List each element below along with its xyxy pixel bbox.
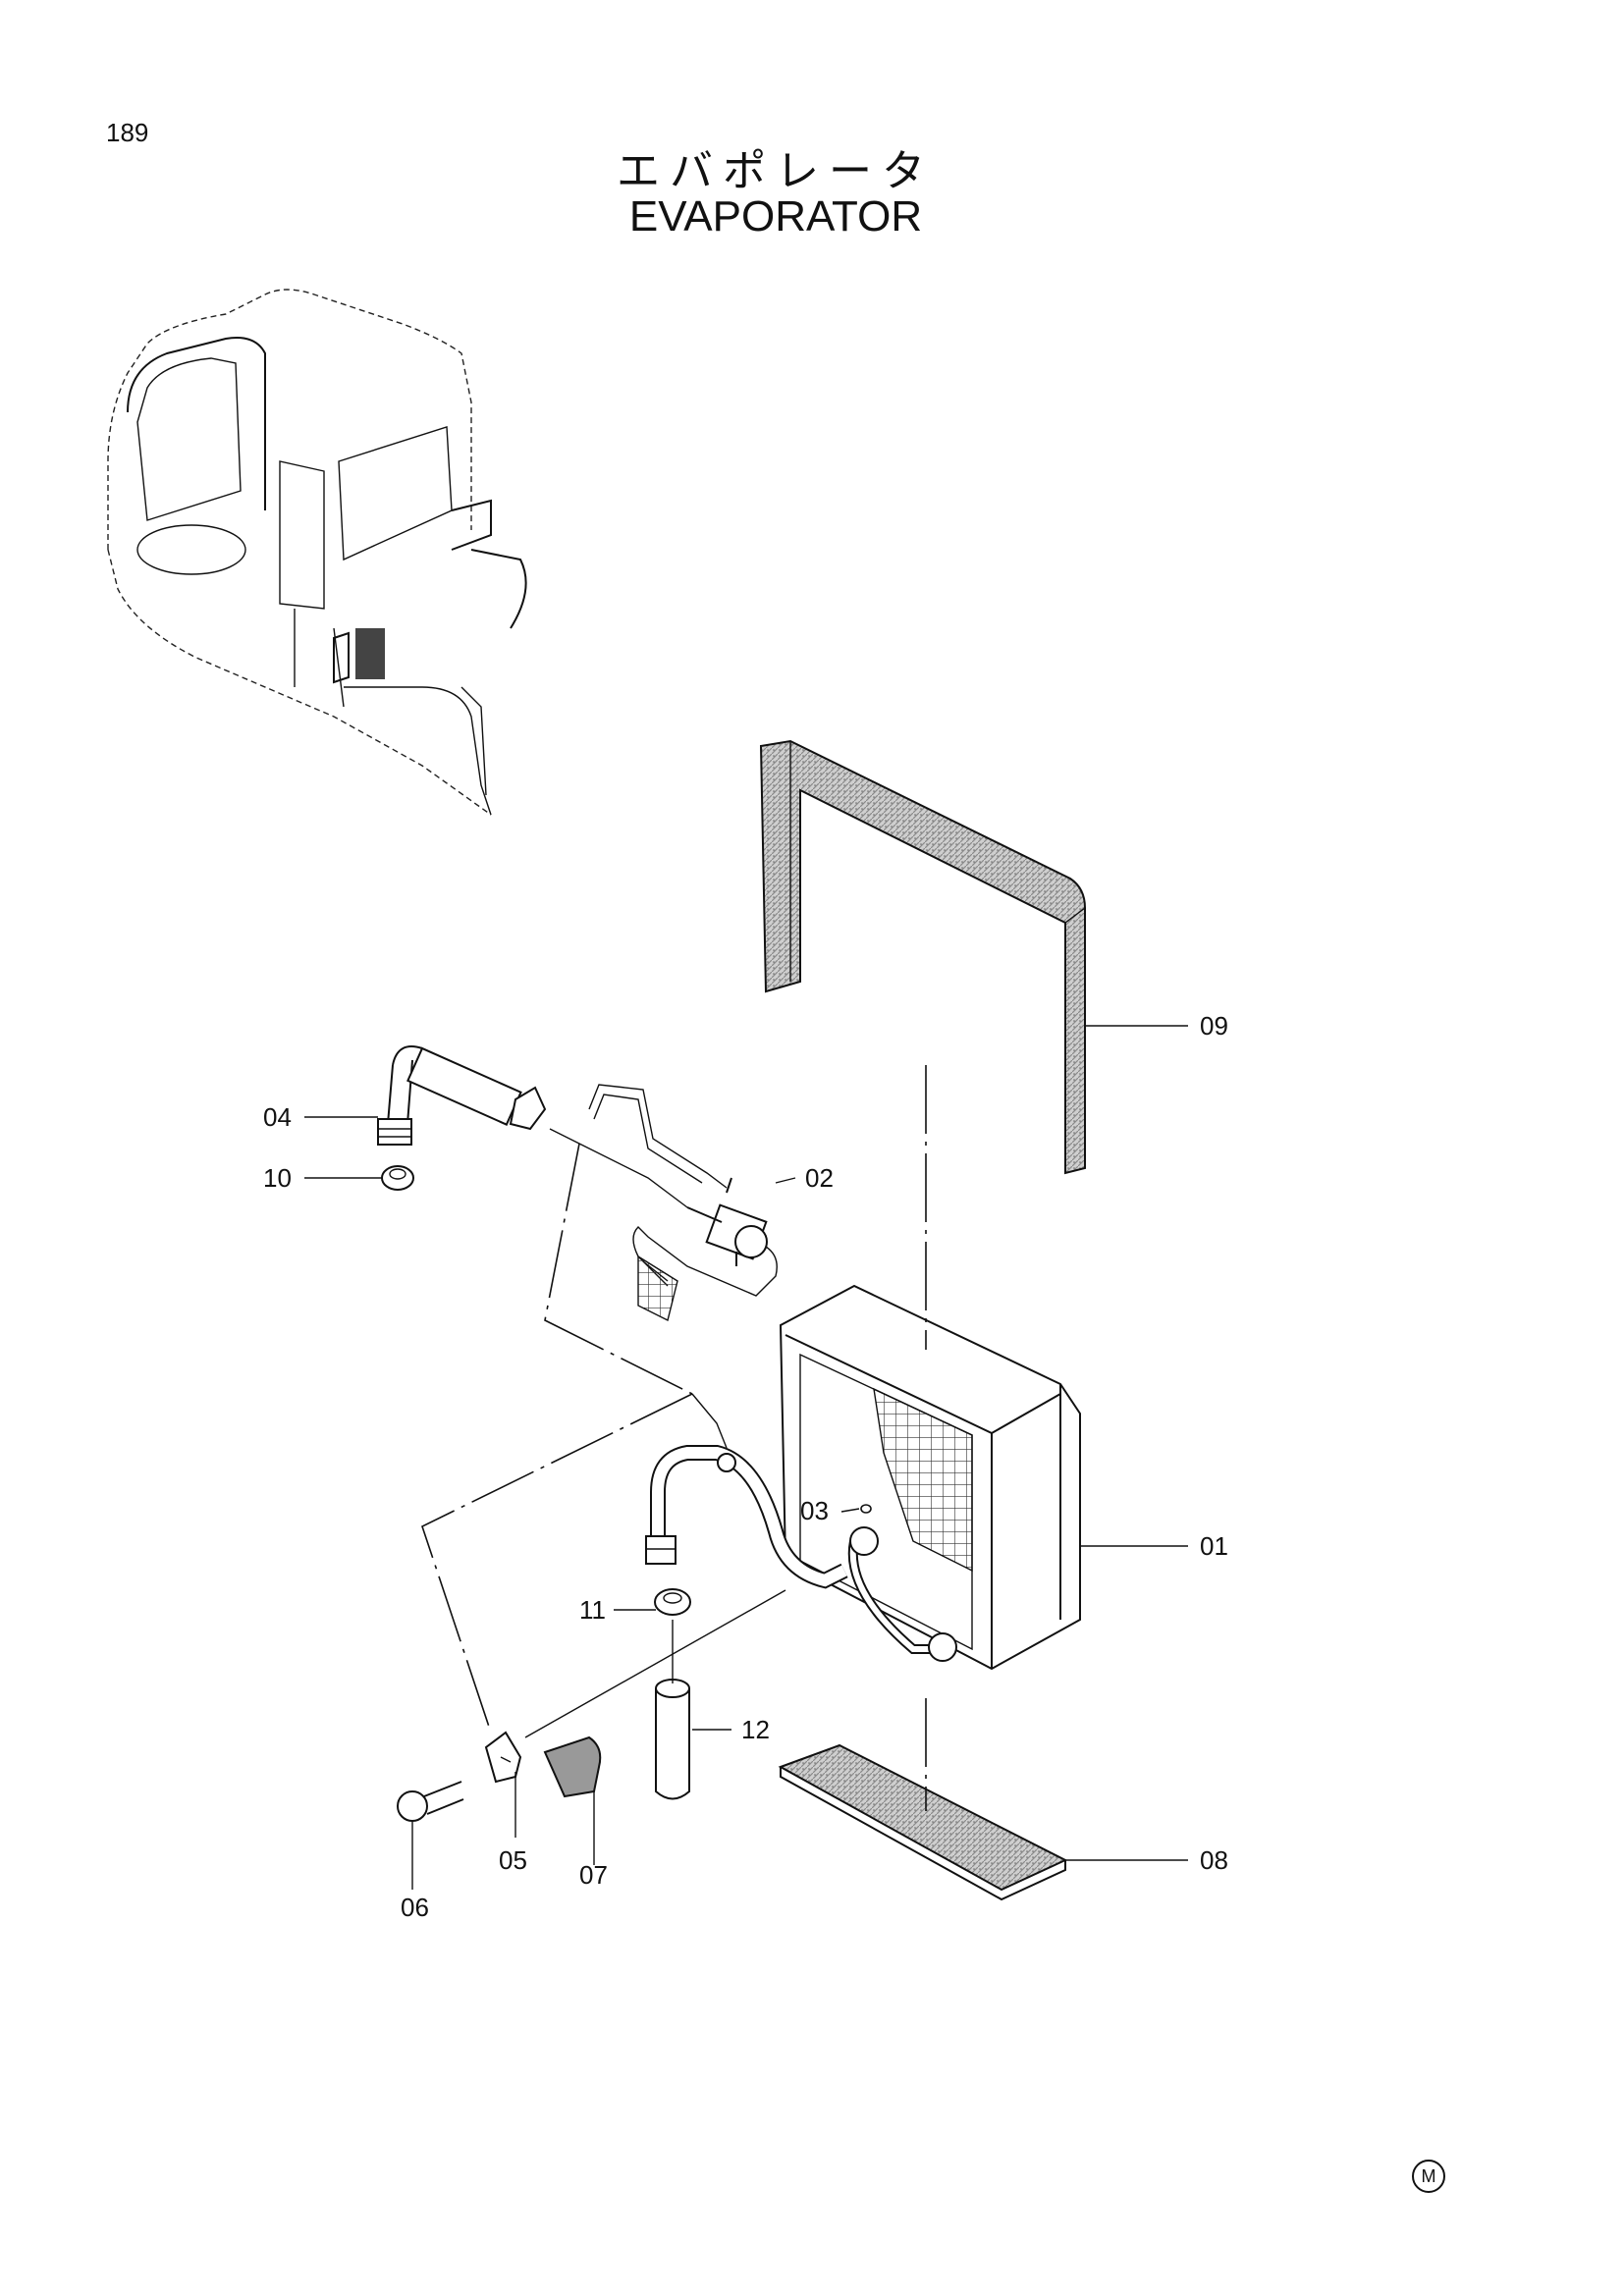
part-01-evaporator: [779, 1284, 1081, 1671]
part-03-o-ring: [860, 1504, 872, 1514]
page-number: 189: [106, 118, 149, 147]
part-12-pipe-insulator: [655, 1679, 690, 1800]
manufacturer-mark: M: [1412, 2160, 1445, 2193]
cab-location-view: [107, 289, 527, 816]
part-06-bolt: [397, 1781, 464, 1822]
label-11: 11: [579, 1595, 606, 1625]
part-07-cushion: [543, 1735, 602, 1798]
assembly-lines: [421, 1065, 927, 1811]
label-05: 05: [499, 1845, 527, 1875]
part-02-expansion-valve: [588, 1084, 778, 1322]
label-08: 08: [1200, 1845, 1228, 1875]
part-10-o-ring: [381, 1165, 414, 1191]
part-09-top-seal: [759, 739, 1086, 1175]
label-03: 03: [800, 1496, 829, 1525]
leader-lines: [304, 1025, 1188, 1890]
title-english: EVAPORATOR: [628, 192, 923, 240]
part-04-hose-fitting: [377, 1045, 547, 1146]
label-07: 07: [579, 1860, 608, 1890]
label-02: 02: [805, 1163, 834, 1193]
label-06: 06: [401, 1893, 429, 1922]
part-08-bottom-seal: [778, 1743, 1068, 1901]
label-10: 10: [263, 1163, 292, 1193]
label-09: 09: [1200, 1011, 1228, 1041]
label-12: 12: [741, 1715, 770, 1744]
suction-pipe: [645, 1445, 848, 1589]
title-japanese: エバポレータ: [617, 146, 935, 196]
part-11-o-ring: [654, 1588, 691, 1616]
label-04: 04: [263, 1102, 292, 1132]
label-01: 01: [1200, 1531, 1228, 1561]
part-05-clamp: [484, 1731, 522, 1784]
